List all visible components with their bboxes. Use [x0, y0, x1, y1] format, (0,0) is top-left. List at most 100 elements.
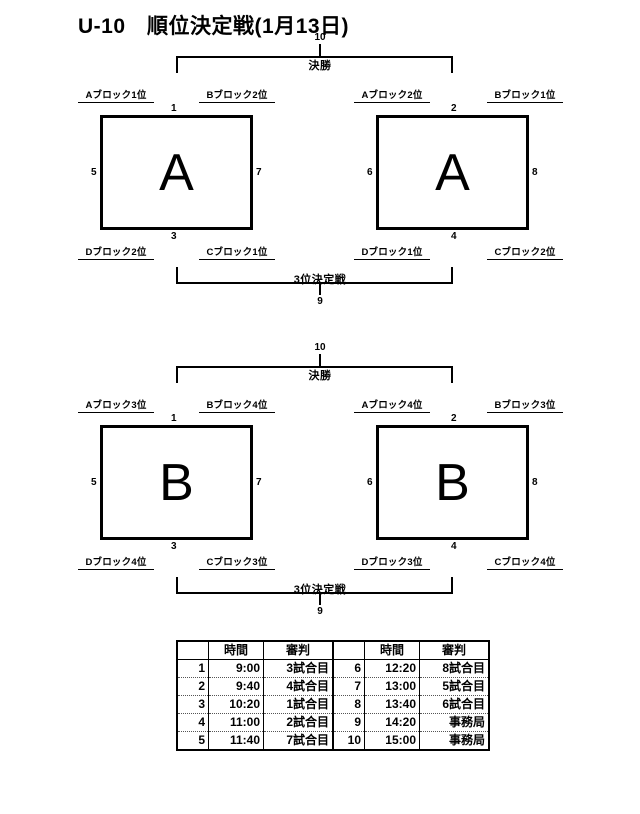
- cell-referee-right: 6試合目: [419, 695, 489, 714]
- third-match-number-b: 9: [317, 606, 323, 617]
- match-box-b2: B: [376, 425, 529, 540]
- table-row: 4 11:00 2試合目 9 14:20 事務局: [177, 713, 489, 732]
- match-box-b1-letter: B: [159, 453, 194, 512]
- schedule-table-body: 1 9:00 3試合目 6 12:20 8試合目 2 9:40 4試合目 7 1…: [177, 659, 489, 750]
- cell-referee-left: 4試合目: [263, 677, 334, 696]
- bracket-group-b: 10 決勝 Aブロック3位 Bブロック4位 Aブロック4位 Bブロック3位 1 …: [0, 342, 640, 642]
- cell-time-right: 13:00: [364, 677, 420, 696]
- final-leg-left-b: [176, 366, 178, 383]
- match-number-a2-top: 2: [451, 103, 457, 114]
- cell-time-left: 9:40: [208, 677, 264, 696]
- match-box-a2-letter: A: [435, 143, 470, 202]
- third-leg-left-a: [176, 267, 178, 284]
- schedule-table-head: 時間 審判 時間 審判: [177, 641, 489, 660]
- cell-time-left: 11:40: [208, 731, 264, 750]
- final-bar-b: [176, 366, 453, 368]
- seed-a2-top-left: Aブロック2位: [354, 87, 430, 103]
- match-box-a2: A: [376, 115, 529, 230]
- cell-time-right: 14:20: [364, 713, 420, 732]
- cell-time-left: 11:00: [208, 713, 264, 732]
- cell-index-left: 3: [177, 695, 209, 714]
- final-leg-right-b: [451, 366, 453, 383]
- schedule-table-wrapper: 時間 審判 時間 審判 1 9:00 3試合目 6 12:20 8試合目 2 9…: [176, 640, 490, 751]
- cell-time-left: 9:00: [208, 659, 264, 678]
- match-number-a1-bottom: 3: [171, 231, 177, 242]
- cell-referee-right: 8試合目: [419, 659, 489, 678]
- schedule-header-row: 時間 審判 時間 審判: [177, 641, 489, 660]
- third-label-a: 3位決定戦: [293, 274, 347, 286]
- seed-b2-bottom-left: Dブロック3位: [354, 554, 430, 570]
- cell-referee-right: 事務局: [419, 713, 489, 732]
- header-time-right: 時間: [364, 641, 420, 660]
- third-bar-b: [176, 592, 453, 594]
- match-number-a2-bottom: 4: [451, 231, 457, 242]
- seed-b1-bottom-left: Dブロック4位: [78, 554, 154, 570]
- final-label-b: 決勝: [308, 370, 332, 382]
- seed-a1-top-right: Bブロック2位: [199, 87, 275, 103]
- seed-a2-bottom-right: Cブロック2位: [487, 244, 563, 260]
- match-number-a2-right: 8: [532, 167, 538, 178]
- cell-referee-right: 5試合目: [419, 677, 489, 696]
- match-box-a1-letter: A: [159, 143, 194, 202]
- cell-index-left: 2: [177, 677, 209, 696]
- match-number-b1-left: 5: [91, 477, 97, 488]
- final-bar-a: [176, 56, 453, 58]
- cell-time-right: 13:40: [364, 695, 420, 714]
- cell-referee-left: 7試合目: [263, 731, 334, 750]
- cell-referee-left: 2試合目: [263, 713, 334, 732]
- seed-b2-bottom-right: Cブロック4位: [487, 554, 563, 570]
- cell-index-right: 7: [333, 677, 365, 696]
- match-number-b2-right: 8: [532, 477, 538, 488]
- final-label-a: 決勝: [308, 60, 332, 72]
- seed-a1-bottom-left: Dブロック2位: [78, 244, 154, 260]
- cell-referee-left: 3試合目: [263, 659, 334, 678]
- match-number-b2-bottom: 4: [451, 541, 457, 552]
- third-leg-left-b: [176, 577, 178, 594]
- final-leg-right-a: [451, 56, 453, 73]
- match-number-b2-left: 6: [367, 477, 373, 488]
- cell-index-right: 10: [333, 731, 365, 750]
- table-row: 3 10:20 1試合目 8 13:40 6試合目: [177, 695, 489, 714]
- cell-time-right: 15:00: [364, 731, 420, 750]
- page-title: U-10 順位決定戦(1月13日): [78, 15, 350, 38]
- seed-a1-top-left: Aブロック1位: [78, 87, 154, 103]
- third-stem-a: [319, 283, 321, 295]
- match-box-a1: A: [100, 115, 253, 230]
- cell-referee-right: 事務局: [448, 733, 485, 747]
- cell-index-right: 9: [333, 713, 365, 732]
- final-stem-a: [319, 44, 321, 56]
- cell-index-right: 6: [333, 659, 365, 678]
- cell-index-left: 4: [177, 713, 209, 732]
- match-box-b1: B: [100, 425, 253, 540]
- final-leg-left-a: [176, 56, 178, 73]
- cell-index-right: 8: [333, 695, 365, 714]
- table-row: 5 11:40 7試合目 10 15:00 事務局: [177, 731, 489, 750]
- header-time-left: 時間: [208, 641, 264, 660]
- header-referee-right: 審判: [419, 641, 489, 660]
- cell-index-left: 5: [177, 731, 209, 750]
- match-number-b1-right: 7: [256, 477, 262, 488]
- seed-a2-top-right: Bブロック1位: [487, 87, 563, 103]
- match-number-a1-top: 1: [171, 103, 177, 114]
- bracket-group-a: 10 決勝 Aブロック1位 Bブロック2位 Aブロック2位 Bブロック1位 1 …: [0, 32, 640, 332]
- table-row: 2 9:40 4試合目 7 13:00 5試合目: [177, 677, 489, 696]
- third-leg-right-b: [451, 577, 453, 594]
- final-stem-b: [319, 354, 321, 366]
- cell-time-right: 12:20: [364, 659, 420, 678]
- third-bar-a: [176, 282, 453, 284]
- match-number-b1-bottom: 3: [171, 541, 177, 552]
- seed-b1-bottom-right: Cブロック3位: [199, 554, 275, 570]
- header-index-left: [177, 641, 209, 660]
- third-match-number-a: 9: [317, 296, 323, 307]
- schedule-table: 時間 審判 時間 審判 1 9:00 3試合目 6 12:20 8試合目 2 9…: [176, 640, 490, 751]
- seed-b1-top-right: Bブロック4位: [199, 397, 275, 413]
- cell-time-left: 10:20: [208, 695, 264, 714]
- seed-b1-top-left: Aブロック3位: [78, 397, 154, 413]
- seed-a1-bottom-right: Cブロック1位: [199, 244, 275, 260]
- third-leg-right-a: [451, 267, 453, 284]
- match-box-b2-letter: B: [435, 453, 470, 512]
- header-referee-left: 審判: [263, 641, 334, 660]
- cell-index-left: 1: [177, 659, 209, 678]
- third-stem-b: [319, 593, 321, 605]
- seed-a2-bottom-left: Dブロック1位: [354, 244, 430, 260]
